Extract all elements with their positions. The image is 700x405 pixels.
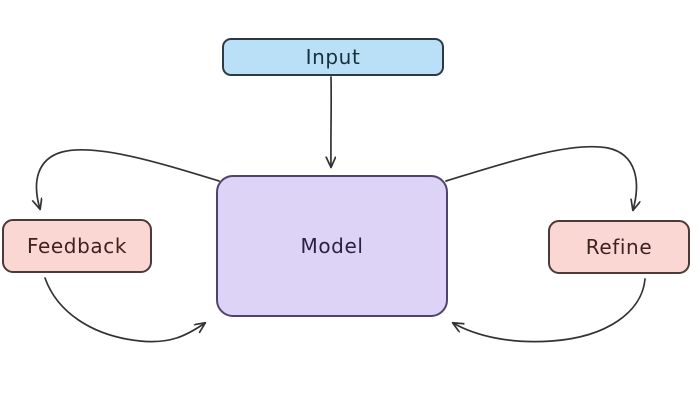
node-input[interactable]: Input	[222, 38, 444, 76]
node-feedback[interactable]: Feedback	[2, 219, 152, 273]
node-input-label: Input	[305, 45, 361, 69]
node-refine-label: Refine	[585, 235, 653, 259]
node-feedback-label: Feedback	[26, 234, 128, 258]
node-model-label: Model	[300, 234, 364, 258]
node-model[interactable]: Model	[216, 175, 448, 317]
edge-feedback-to-model	[44, 277, 205, 343]
edge-model-to-feedback	[36, 148, 220, 209]
node-refine[interactable]: Refine	[548, 220, 690, 274]
edge-model-to-refine	[445, 145, 636, 210]
edge-refine-to-model	[453, 278, 646, 343]
